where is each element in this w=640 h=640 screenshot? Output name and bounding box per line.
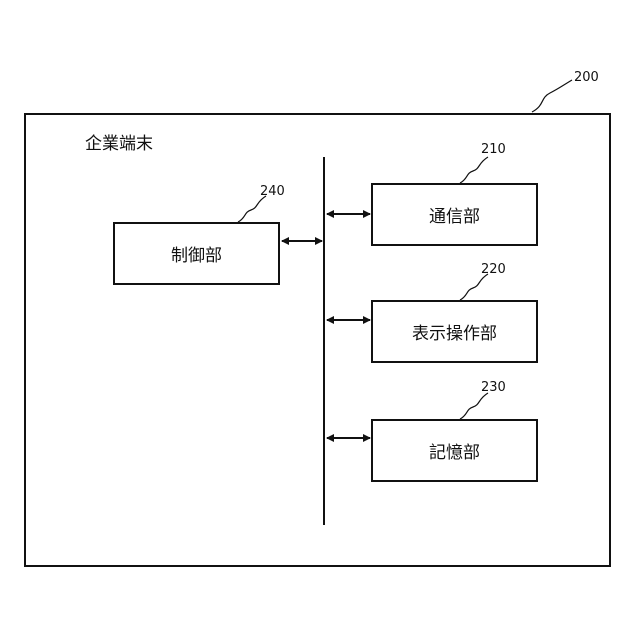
device-ref-label: 200 — [574, 70, 599, 85]
storage-unit-label: 記憶部 — [429, 438, 480, 463]
device-label: 企業端末 — [85, 129, 153, 154]
communication-unit-label: 通信部 — [429, 202, 480, 227]
storage-unit-block: 記憶部 — [371, 419, 538, 482]
leader-line-200 — [532, 80, 572, 112]
communication-unit-block: 通信部 — [371, 183, 538, 246]
control-unit-label: 制御部 — [171, 241, 222, 266]
display-operation-unit-ref: 220 — [481, 262, 506, 277]
storage-unit-ref: 230 — [481, 380, 506, 395]
display-operation-unit-block: 表示操作部 — [371, 300, 538, 363]
communication-unit-ref: 210 — [481, 142, 506, 157]
control-unit-ref: 240 — [260, 184, 285, 199]
display-operation-unit-label: 表示操作部 — [412, 319, 497, 344]
control-unit-block: 制御部 — [113, 222, 280, 285]
